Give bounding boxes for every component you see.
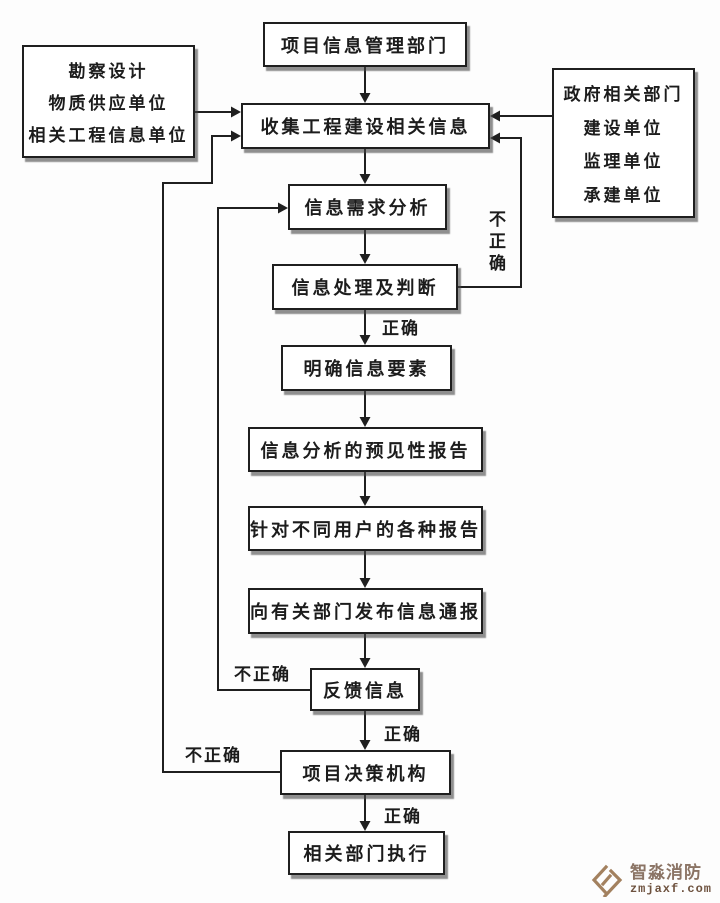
- edge-label-incorrect-feedback-loop: 不正确: [234, 665, 291, 684]
- node-reports-for-different-users: 针对不同用户的各种报告: [248, 506, 483, 551]
- node-collect-construction-info: 收集工程建设相关信息: [241, 103, 490, 149]
- node-info-processing-judgment: 信息处理及判断: [272, 264, 458, 310]
- node-label: 反馈信息: [323, 680, 407, 701]
- edge-label-correct-after-judgment: 正确: [382, 319, 420, 338]
- node-label: 相关部门执行: [303, 844, 430, 864]
- edge-label-correct-after-decision: 正确: [384, 807, 422, 826]
- edge-label-incorrect-decision-loop: 不正确: [185, 746, 242, 765]
- flow-lines: [162, 67, 552, 822]
- node-project-decision-body: 项目决策机构: [280, 750, 451, 795]
- node-line: 监理单位: [583, 152, 664, 172]
- node-line: 建设单位: [583, 118, 664, 138]
- node-label: 信息分析的预见性报告: [260, 440, 471, 461]
- brand-logo-icon: [591, 864, 623, 897]
- watermark-brand: 智淼消防: [629, 863, 702, 883]
- node-label: 信息需求分析: [304, 198, 431, 218]
- node-label: 明确信息要素: [303, 359, 430, 379]
- node-line: 相关工程信息单位: [28, 126, 189, 146]
- node-label: 项目信息管理部门: [281, 35, 449, 56]
- node-line: 勘察设计: [68, 61, 149, 81]
- node-label: 向有关部门发布信息通报: [250, 602, 481, 622]
- node-line: 物质供应单位: [48, 93, 169, 113]
- node-left-info-sources: 勘察设计 物质供应单位 相关工程信息单位: [22, 45, 195, 158]
- node-label: 项目决策机构: [302, 763, 429, 784]
- node-label: 针对不同用户的各种报告: [250, 519, 481, 540]
- node-publish-info-bulletin: 向有关部门发布信息通报: [248, 588, 483, 634]
- arrowheads: [231, 93, 500, 831]
- edge-label-incorrect-judgment-loop: 不正确: [486, 210, 505, 276]
- node-project-info-management-dept: 项目信息管理部门: [263, 22, 467, 67]
- edge-label-correct-after-feedback: 正确: [384, 725, 422, 744]
- node-label: 信息处理及判断: [291, 278, 439, 298]
- node-line: 承建单位: [583, 185, 664, 205]
- watermark: 智淼消防 zmjaxf.com: [590, 863, 712, 897]
- watermark-domain: zmjaxf.com: [629, 881, 712, 896]
- node-right-info-sources: 政府相关部门 建设单位 监理单位 承建单位: [552, 68, 695, 218]
- node-info-demand-analysis: 信息需求分析: [288, 184, 447, 230]
- node-line: 政府相关部门: [563, 85, 684, 105]
- node-related-dept-execute: 相关部门执行: [288, 831, 445, 875]
- watermark-text: 智淼消防 zmjaxf.com: [629, 863, 712, 896]
- node-clarify-info-elements: 明确信息要素: [281, 345, 452, 391]
- node-predictive-analysis-report: 信息分析的预见性报告: [248, 427, 483, 472]
- node-feedback-info: 反馈信息: [310, 668, 420, 711]
- node-label: 收集工程建设相关信息: [260, 117, 471, 137]
